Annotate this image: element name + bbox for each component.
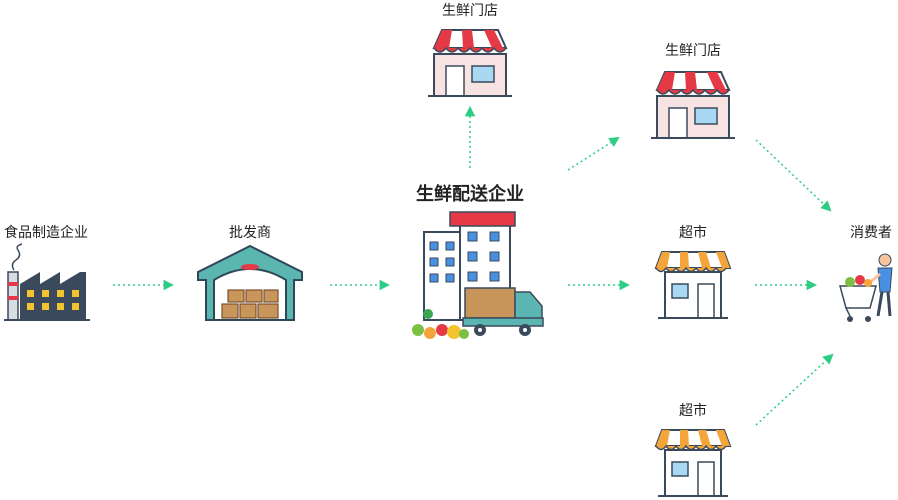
fresh-store-right-icon (651, 71, 735, 139)
distributor-label: 生鲜配送企业 (416, 184, 524, 205)
consumer-shopping-cart-icon (839, 253, 893, 322)
store-top-label: 生鲜门店 (442, 3, 498, 19)
fresh-store-top-icon (428, 29, 512, 97)
consumer-label: 消费者 (850, 225, 892, 241)
store-right-label: 生鲜门店 (665, 43, 721, 59)
arrow-store-to-consumer (755, 139, 832, 212)
supermarket-bottom-icon (654, 429, 732, 497)
warehouse-icon (197, 244, 303, 321)
supermarket-mid-label: 超市 (679, 225, 707, 241)
arrow-supermarket-bottom-to-consumer (755, 353, 834, 426)
factory-icon (4, 243, 90, 321)
distribution-center-icon (412, 211, 544, 339)
supermarket-mid-icon (654, 251, 732, 319)
manufacturer-label: 食品制造企业 (4, 225, 88, 241)
arrow-distributor-to-store-right (567, 136, 620, 171)
supermarket-bottom-label: 超市 (679, 403, 707, 419)
wholesaler-label: 批发商 (229, 225, 271, 241)
